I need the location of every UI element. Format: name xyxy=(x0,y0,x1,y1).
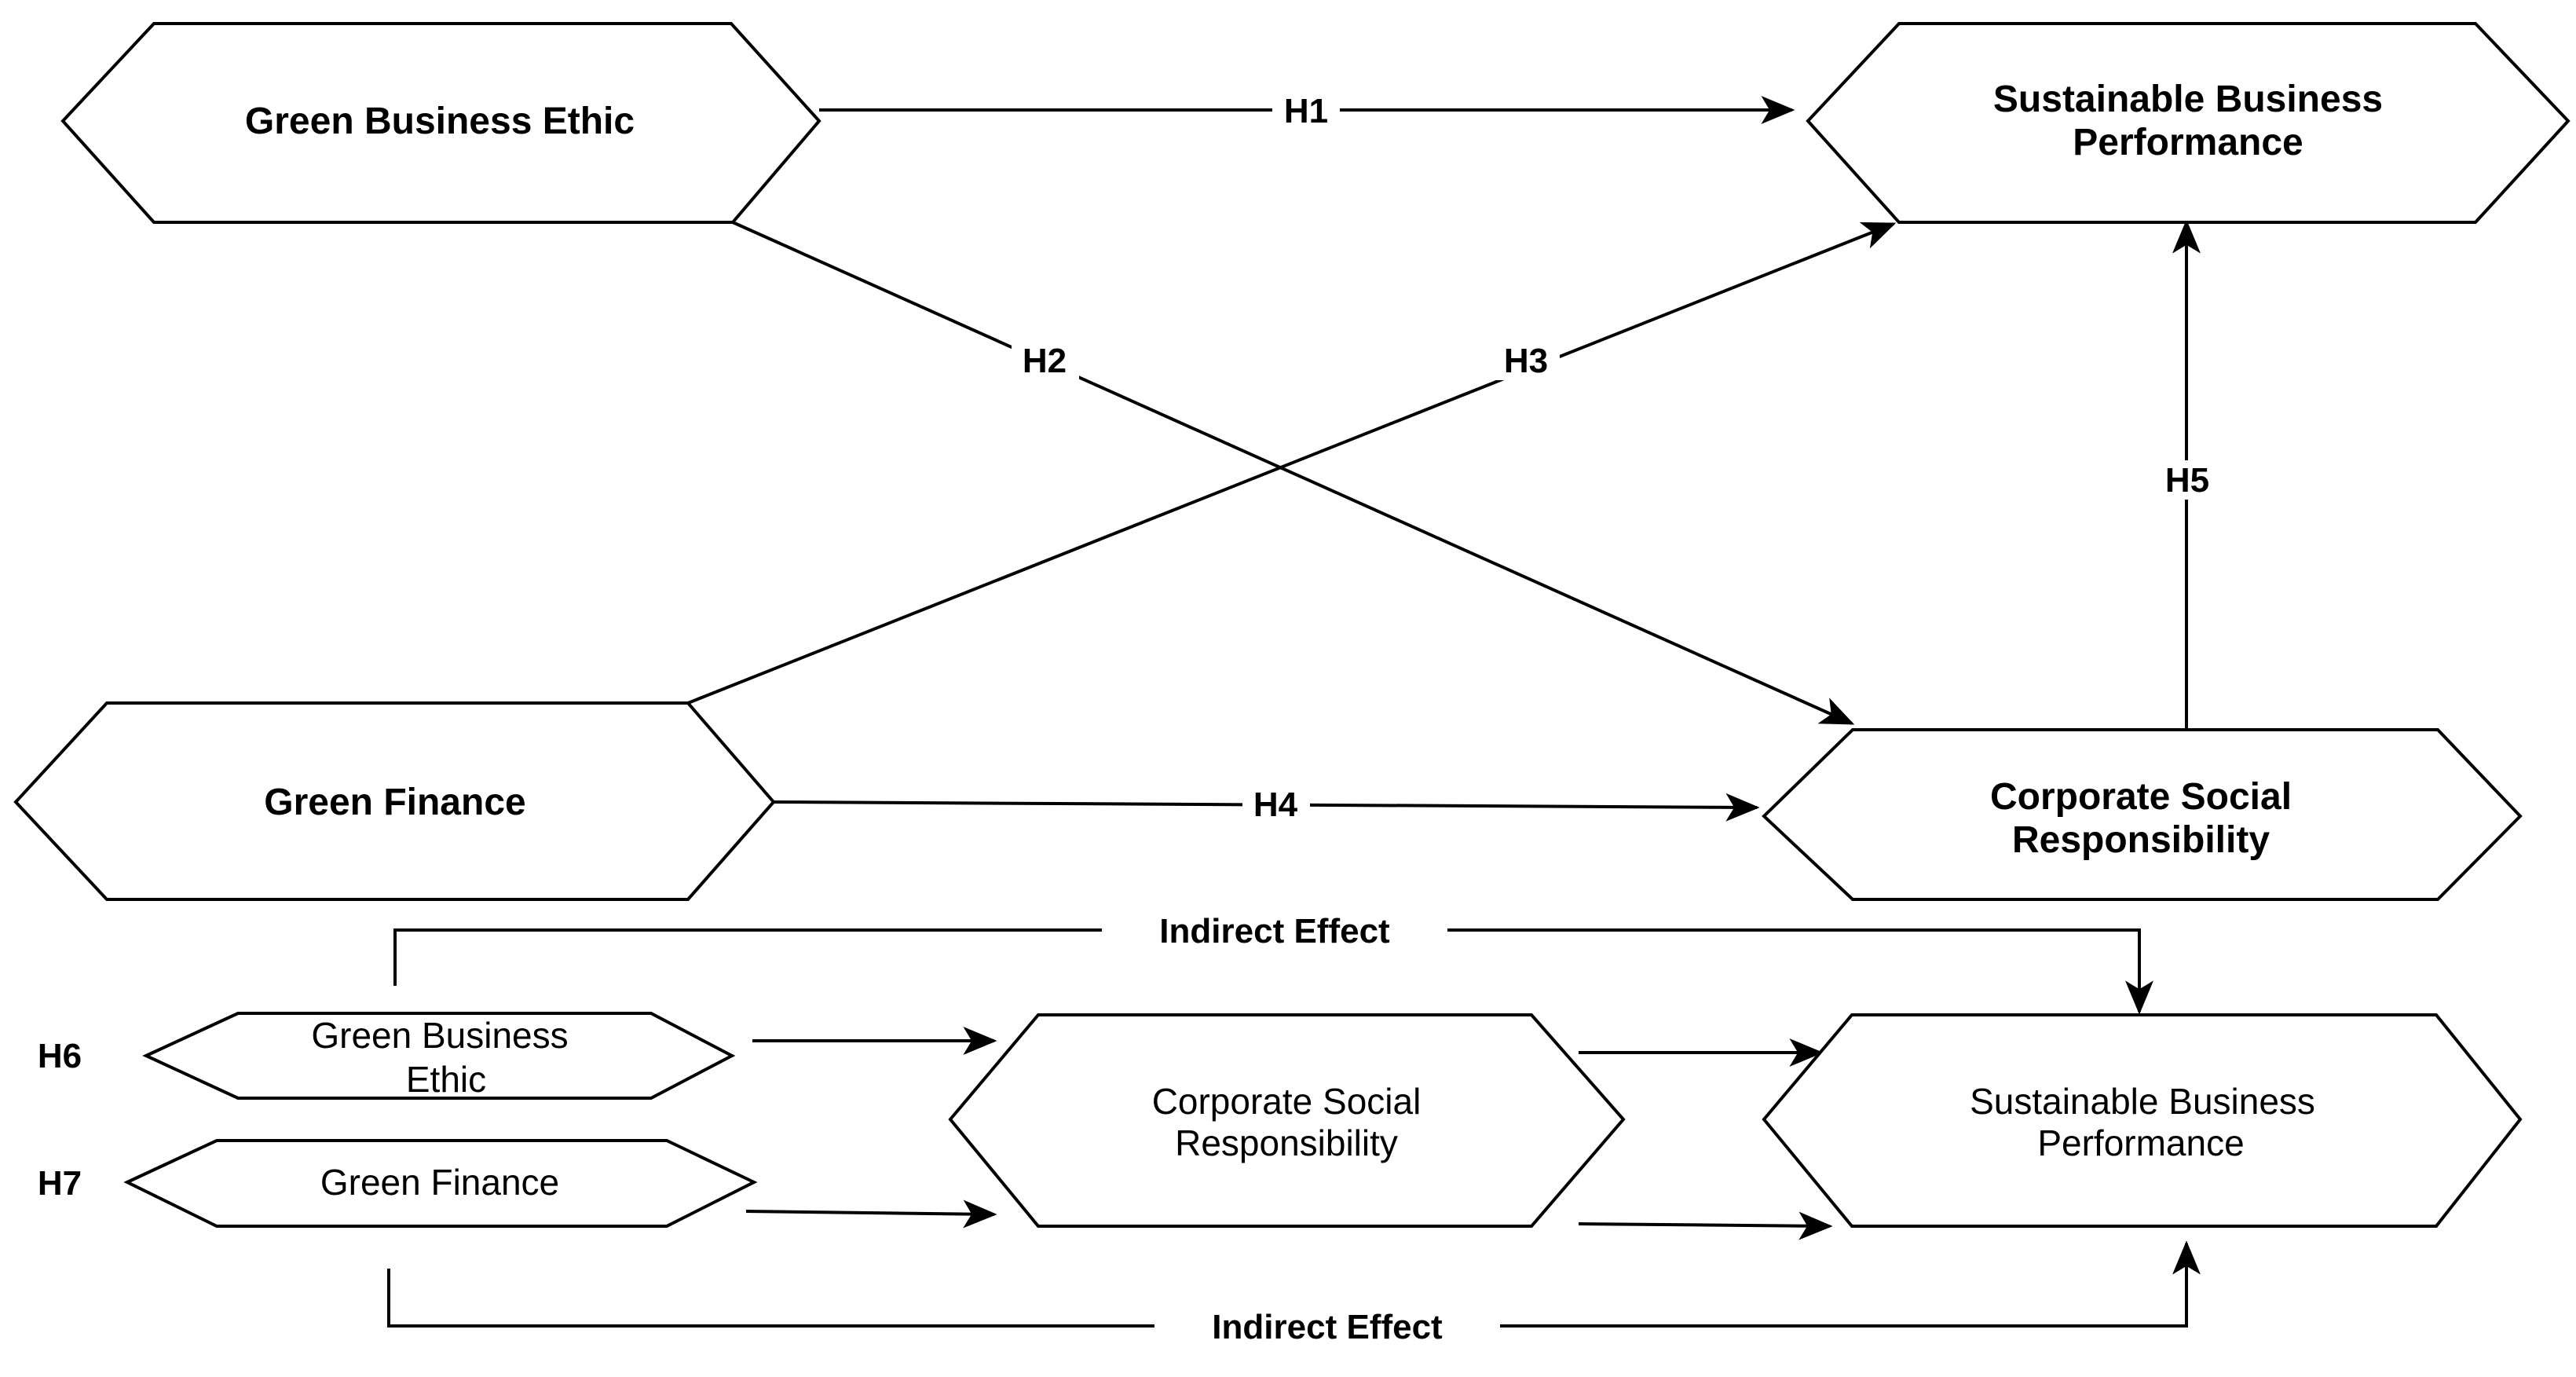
h4-label-bg xyxy=(1242,786,1310,823)
corporate-social-responsibility-small-label-line1: Corporate Social xyxy=(1152,1081,1422,1122)
green-business-ethic-node xyxy=(60,22,821,224)
h5-label: H5 xyxy=(2165,461,2209,500)
h2-label: H2 xyxy=(1023,342,1067,380)
h2-connector xyxy=(732,221,1855,725)
h4-label: H4 xyxy=(1253,786,1298,824)
green-finance-small-label: Green Finance xyxy=(320,1162,559,1203)
h5-label-bg xyxy=(2153,460,2221,500)
corporate-social-responsibility-small-node xyxy=(948,1013,1626,1228)
h2-label-bg xyxy=(1012,341,1079,380)
h3-connector xyxy=(687,222,1897,705)
sustainable-business-performance-label-line2: Performance xyxy=(2073,122,2303,163)
h7-label: H7 xyxy=(38,1164,82,1203)
green-business-ethic-label: Green Business Ethic xyxy=(245,101,635,142)
green-business-ethic-small-label-line2: Ethic xyxy=(406,1059,486,1100)
h7-gf-to-csr-arrow xyxy=(745,1199,997,1229)
sustainable-business-performance-small-label-line1: Sustainable Business xyxy=(1970,1081,2315,1122)
h6-label: H6 xyxy=(38,1037,82,1075)
green-finance-label: Green Finance xyxy=(264,782,525,823)
sustainable-business-performance-label-line1: Sustainable Business xyxy=(1993,79,2383,120)
h1-label: H1 xyxy=(1284,92,1328,130)
h1-label-bg xyxy=(1272,93,1340,130)
green-business-ethic-small-label-line1: Green Business xyxy=(311,1015,568,1056)
h3-label: H3 xyxy=(1504,342,1548,380)
sustainable-business-performance-node xyxy=(1806,22,2571,224)
corporate-social-responsibility-label-line1: Corporate Social xyxy=(1990,776,2292,818)
indirect-effect-bottom-bg xyxy=(1154,1309,1500,1345)
corporate-social-responsibility-small-label-line2: Responsibility xyxy=(1175,1122,1398,1163)
h3-label-bg xyxy=(1492,341,1560,380)
green-finance-small-node xyxy=(123,1139,758,1228)
green-finance-node xyxy=(13,701,776,901)
indirect-effect-top-bg xyxy=(1102,913,1447,949)
indirect-effect-bottom-label: Indirect Effect xyxy=(1212,1308,1443,1346)
corporate-social-responsibility-label-line2: Responsibility xyxy=(2012,819,2270,861)
corporate-social-responsibility-node xyxy=(1762,728,2523,901)
sustainable-business-performance-small-node xyxy=(1762,1013,2523,1228)
green-business-ethic-small-node xyxy=(142,1012,736,1100)
sustainable-business-performance-small-label-line2: Performance xyxy=(2037,1122,2244,1163)
csr-to-sbp-arrow-lower xyxy=(1578,1211,1833,1240)
indirect-effect-top-label: Indirect Effect xyxy=(1159,912,1390,950)
